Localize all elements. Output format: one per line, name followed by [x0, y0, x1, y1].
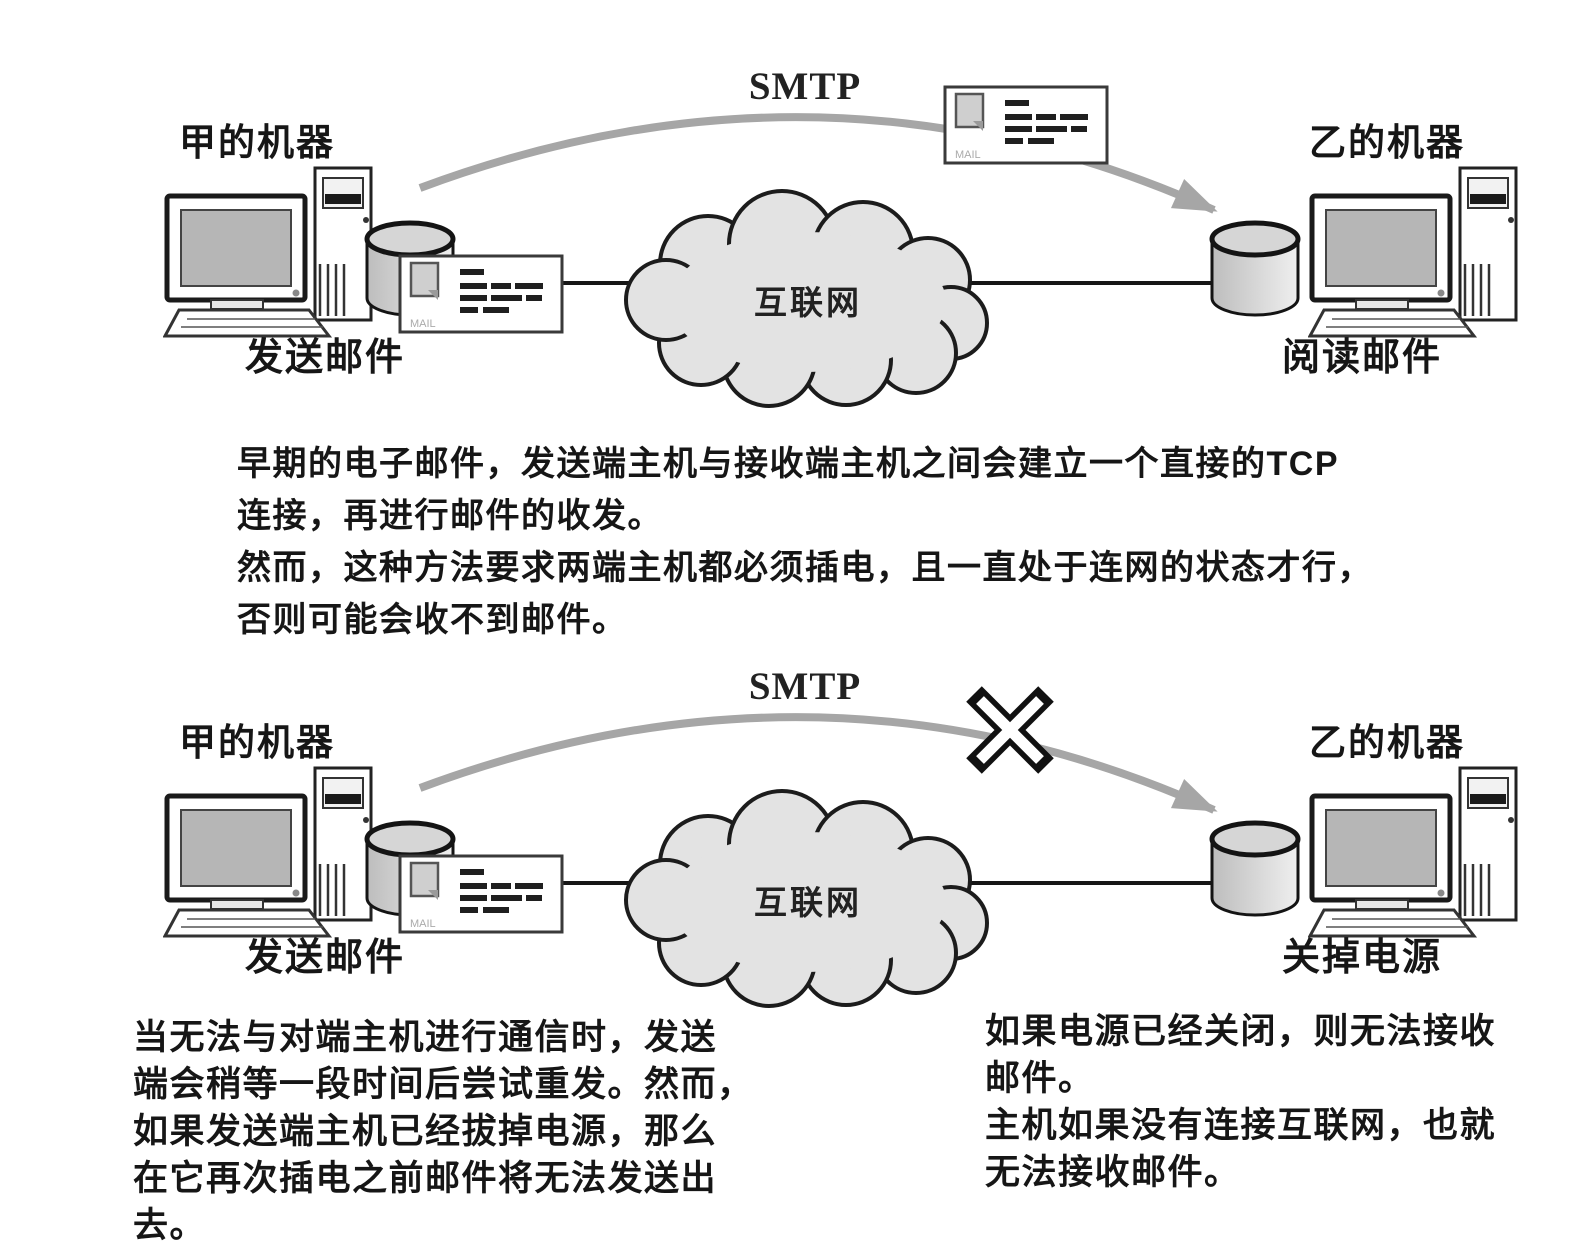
internet-cloud-label: 互联网 — [754, 284, 862, 321]
machine-a-label: 甲的机器 — [179, 122, 335, 163]
paragraph-line: 然而，这种方法要求两端主机都必须插电，且一直处于连网的状态才行， — [237, 549, 1373, 587]
outgoing-envelope-icon: MAIL — [398, 854, 564, 934]
blocked-x-icon — [958, 678, 1062, 782]
machine-b-label: 乙的机器 — [1309, 722, 1465, 763]
send-mail-caption: 发送邮件 — [244, 937, 405, 979]
smtp-arrow — [408, 682, 1244, 842]
note-line: 如果电源已经关闭，则无法接收 — [985, 1012, 1497, 1051]
flying-envelope-mail-text: MAIL — [955, 149, 981, 161]
desktop-computer-b-icon — [1308, 166, 1546, 338]
middle-paragraphs: 早期的电子邮件，发送端主机与接收端主机之间会建立一个直接的TCP 连接，再进行邮… — [237, 438, 1373, 646]
note-line: 主机如果没有连接互联网，也就 — [985, 1106, 1497, 1145]
sender-failure-note: 当无法与对端主机进行通信时，发送 端会稍等一段时间后尝试重发。然而， 如果发送端… — [133, 1014, 754, 1249]
outgoing-envelope-mail-text: MAIL — [410, 918, 436, 930]
desktop-computer-b-icon — [1308, 766, 1546, 938]
diagram-email-delivery-failure: 甲的机器 乙的机器 互联网 MAIL — [0, 600, 1574, 1200]
smtp-protocol-label: SMTP — [748, 65, 862, 108]
internet-cloud: 互联网 — [620, 186, 992, 410]
smtp-arrow — [408, 82, 1244, 242]
paragraph-line: 否则可能会收不到邮件。 — [237, 601, 628, 639]
internet-cloud: 互联网 — [620, 786, 992, 1010]
outgoing-envelope-icon: MAIL — [398, 254, 564, 334]
note-line: 端会稍等一段时间后尝试重发。然而， — [133, 1065, 754, 1104]
read-mail-caption: 阅读邮件 — [1281, 337, 1442, 379]
note-line: 如果发送端主机已经拔掉电源，那么 — [133, 1112, 718, 1151]
note-line: 邮件。 — [985, 1059, 1095, 1098]
machine-a-label: 甲的机器 — [179, 722, 335, 763]
outgoing-envelope-mail-text: MAIL — [410, 318, 436, 330]
receiver-failure-note: 如果电源已经关闭，则无法接收 邮件。 主机如果没有连接互联网，也就 无法接收邮件… — [985, 1008, 1496, 1196]
send-mail-caption: 发送邮件 — [244, 337, 405, 379]
note-line: 在它再次插电之前邮件将无法发送出 — [133, 1159, 718, 1198]
note-line: 去。 — [133, 1206, 207, 1245]
diagram-email-direct-delivery: 甲的机器 乙的机器 互联网 MAIL — [0, 0, 1574, 600]
paragraph-line: 早期的电子邮件，发送端主机与接收端主机之间会建立一个直接的TCP — [237, 445, 1339, 483]
note-line: 当无法与对端主机进行通信时，发送 — [133, 1018, 718, 1057]
note-line: 无法接收邮件。 — [985, 1153, 1241, 1192]
paragraph-line: 连接，再进行邮件的收发。 — [237, 497, 663, 535]
flying-envelope-icon: MAIL — [943, 84, 1109, 166]
machine-b-label: 乙的机器 — [1309, 122, 1465, 163]
smtp-protocol-label: SMTP — [748, 665, 862, 708]
power-off-caption: 关掉电源 — [1281, 937, 1442, 979]
internet-cloud-label: 互联网 — [754, 884, 862, 921]
